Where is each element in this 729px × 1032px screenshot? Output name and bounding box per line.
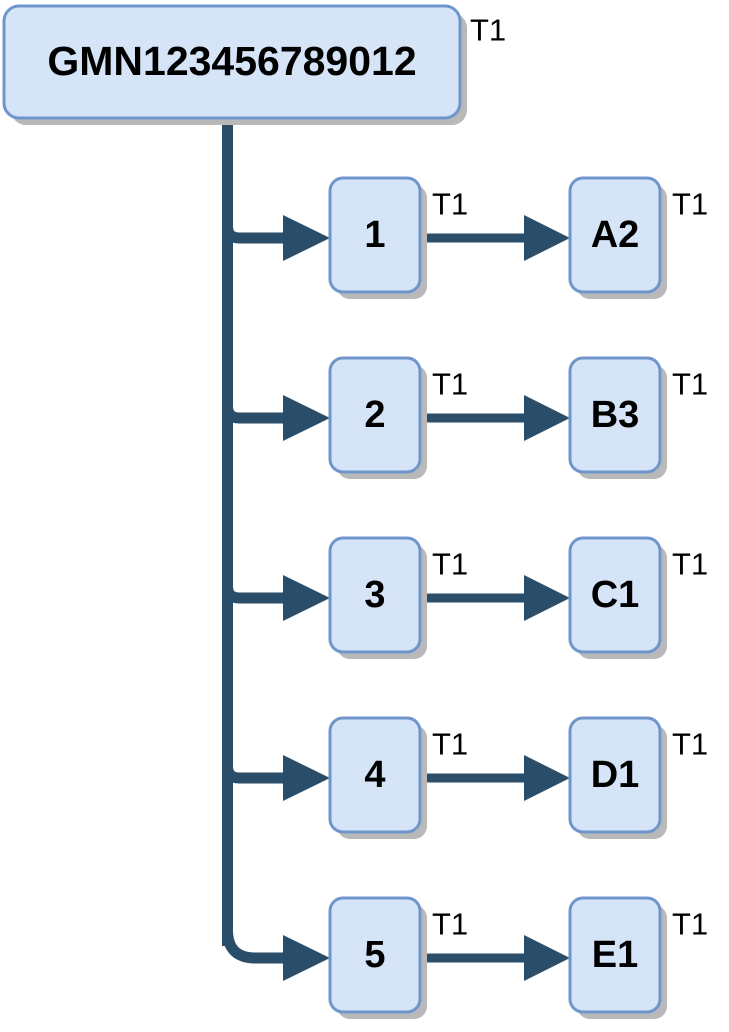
middle-node-2-box[interactable] [328, 356, 422, 474]
link-arrowhead-1 [524, 215, 570, 261]
middle-node-2-tag: T1 [432, 366, 468, 401]
middle-node-2[interactable]: 2 [328, 356, 427, 479]
leaf-node-1[interactable]: A2 [568, 176, 667, 299]
link-arrowhead-2 [524, 395, 570, 441]
branch-elbow-1 [222, 225, 287, 244]
branch-arrowhead-2 [283, 395, 330, 441]
leaf-node-1-tag: T1 [672, 186, 708, 221]
middle-node-4-label: 4 [364, 754, 385, 796]
branch-elbow-2 [222, 405, 287, 424]
middle-node-3-tag: T1 [432, 546, 468, 581]
leaf-node-4-box[interactable] [568, 716, 662, 834]
middle-node-4-box[interactable] [328, 716, 422, 834]
root-node-tag: T1 [470, 12, 506, 47]
leaf-node-5-box[interactable] [568, 896, 662, 1014]
leaf-node-2-box[interactable] [568, 356, 662, 474]
leaf-node-2[interactable]: B3 [568, 356, 667, 479]
leaf-node-1-box[interactable] [568, 176, 662, 294]
branch-arrowhead-4 [283, 755, 330, 801]
leaf-node-5-label: E1 [592, 934, 638, 976]
connector-layer [222, 118, 570, 981]
middle-node-5-tag: T1 [432, 906, 468, 941]
middle-node-1[interactable]: 1 [328, 176, 427, 299]
middle-node-3[interactable]: 3 [328, 536, 427, 659]
branch-elbow-3 [222, 585, 287, 604]
middle-node-5[interactable]: 5 [328, 896, 427, 1019]
leaf-node-2-tag: T1 [672, 366, 708, 401]
middle-node-2-label: 2 [364, 394, 385, 436]
leaf-node-5[interactable]: E1 [568, 896, 667, 1019]
link-arrowhead-3 [524, 575, 570, 621]
middle-node-3-label: 3 [364, 574, 385, 616]
middle-node-4-tag: T1 [432, 726, 468, 761]
middle-node-4[interactable]: 4 [328, 716, 427, 839]
root-node-box[interactable] [2, 4, 462, 120]
middle-node-1-tag: T1 [432, 186, 468, 221]
middle-node-1-box[interactable] [328, 176, 422, 294]
middle-node-1-label: 1 [364, 214, 385, 256]
branch-arrowhead-1 [283, 215, 330, 261]
leaf-node-4-tag: T1 [672, 726, 708, 761]
leaf-node-3-label: C1 [591, 574, 640, 616]
branch-elbow-5 [222, 929, 287, 964]
branch-arrowhead-3 [283, 575, 330, 621]
leaf-node-3-box[interactable] [568, 536, 662, 654]
root-node-label: GMN123456789012 [47, 38, 416, 84]
leaf-node-3-tag: T1 [672, 546, 708, 581]
leaf-node-3[interactable]: C1 [568, 536, 667, 659]
branch-elbow-4 [222, 765, 287, 784]
middle-node-3-box[interactable] [328, 536, 422, 654]
leaf-node-5-tag: T1 [672, 906, 708, 941]
leaf-node-4-label: D1 [591, 754, 640, 796]
middle-node-5-box[interactable] [328, 896, 422, 1014]
branch-arrowhead-5 [283, 935, 330, 981]
link-arrowhead-4 [524, 755, 570, 801]
leaf-node-1-label: A2 [591, 214, 640, 256]
leaf-node-4[interactable]: D1 [568, 716, 667, 839]
link-arrowhead-5 [524, 935, 570, 981]
leaf-node-2-label: B3 [591, 394, 640, 436]
middle-node-5-label: 5 [364, 934, 385, 976]
root-node[interactable]: GMN123456789012 [2, 4, 467, 125]
